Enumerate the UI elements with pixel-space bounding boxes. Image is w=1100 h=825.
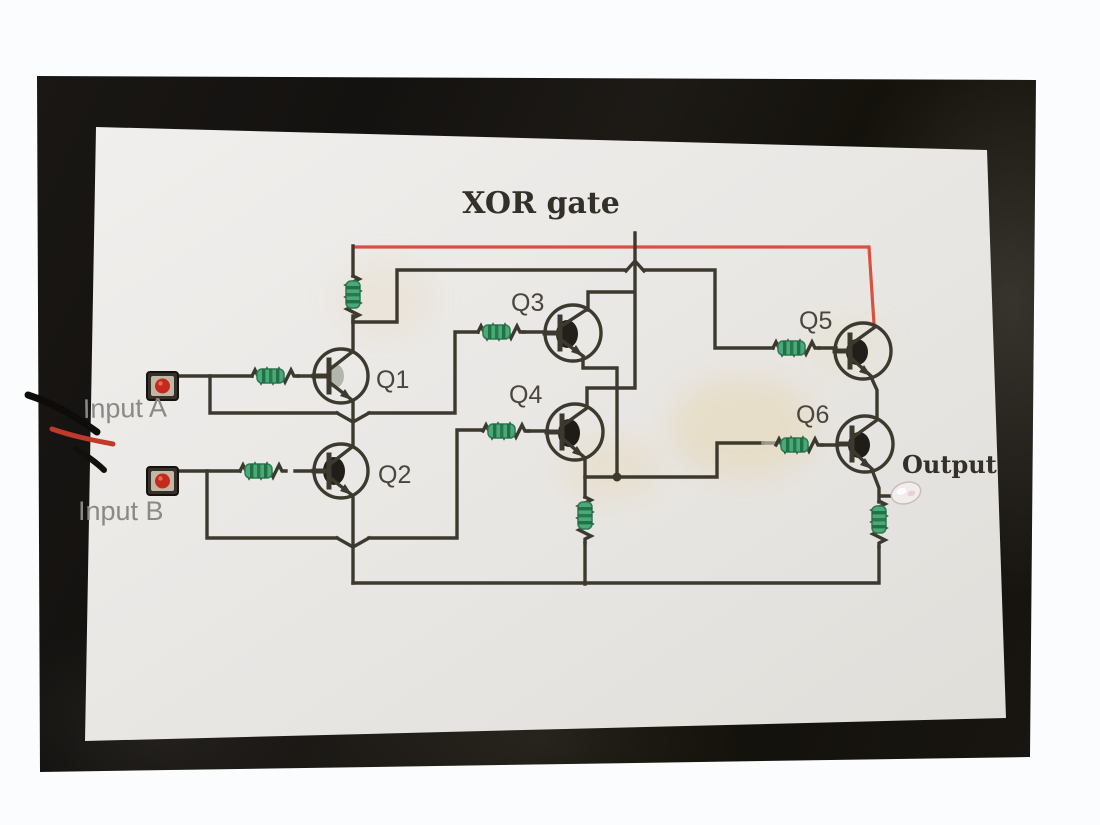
transistors [311,303,895,500]
hookup-wires [24,391,116,473]
vcc-wire-red [353,245,876,325]
output-led [890,481,922,505]
q2-label: Q2 [378,461,411,489]
transistor-q2 [311,442,370,500]
push-button-input-b [146,466,179,496]
red-wire [49,426,116,447]
black-wire [24,391,101,436]
input-a-label: Input A [83,393,168,424]
schematic-wires [174,231,895,586]
q4-label: Q4 [509,381,542,409]
transistor-q4 [544,402,605,462]
q6-label: Q6 [796,401,829,429]
black-wire-2 [73,446,107,473]
junction-dot [612,472,622,482]
push-button-input-a [146,371,179,401]
diagram-title: XOR gate [462,186,620,221]
transistor-q1 [311,347,370,405]
transistor-q3 [542,303,603,363]
q3-label: Q3 [511,289,544,317]
q5-label: Q5 [799,307,832,335]
transistor-q5 [832,321,893,381]
output-label: Output [902,450,997,479]
q1-label: Q1 [376,366,409,394]
input-b-label: Input B [78,496,164,526]
transistor-q6 [835,414,895,474]
